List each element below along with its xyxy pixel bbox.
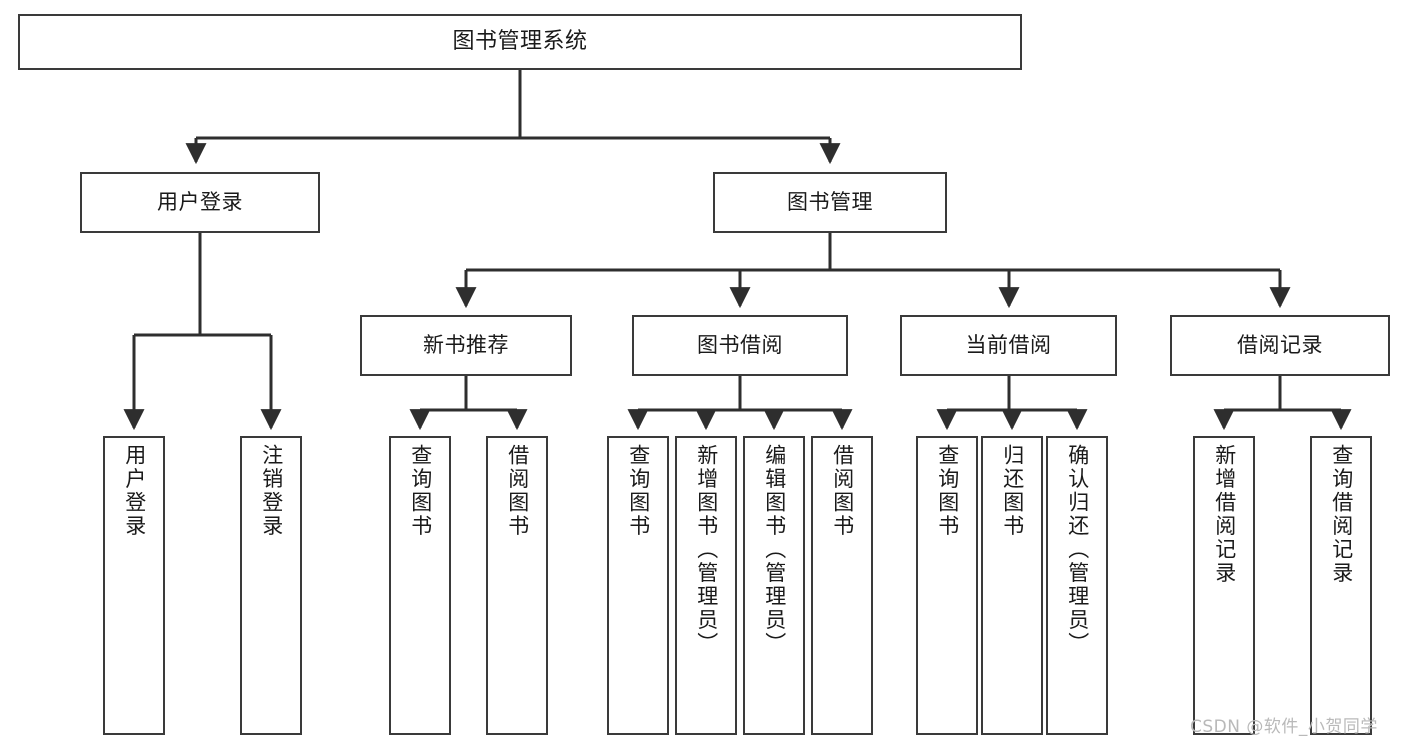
node-user-login-label: 用户登录	[157, 189, 243, 214]
leaf-user-login-logout[interactable]: 注销登录	[240, 436, 302, 735]
leaf-label: 借阅图书	[830, 444, 855, 538]
leaf-new-book-borrow-book[interactable]: 借阅图书	[486, 436, 548, 735]
leaf-book-borrow-edit-book-admin[interactable]: 编辑图书（管理员）	[743, 436, 805, 735]
watermark-text: CSDN @软件_小贺同学	[1190, 717, 1378, 737]
node-book-borrow[interactable]: 图书借阅	[632, 315, 848, 376]
node-book-management[interactable]: 图书管理	[713, 172, 947, 233]
leaf-label: 新增图书（管理员）	[694, 444, 719, 656]
leaf-current-borrow-query-book[interactable]: 查询图书	[916, 436, 978, 735]
node-current-borrow[interactable]: 当前借阅	[900, 315, 1117, 376]
node-user-login[interactable]: 用户登录	[80, 172, 320, 233]
node-borrow-records-label: 借阅记录	[1237, 332, 1323, 357]
leaf-label: 查询借阅记录	[1329, 444, 1354, 585]
node-book-management-label: 图书管理	[787, 189, 873, 214]
leaf-label: 查询图书	[935, 444, 960, 538]
leaf-user-login-login[interactable]: 用户登录	[103, 436, 165, 735]
node-book-borrow-label: 图书借阅	[697, 332, 783, 357]
leaf-label: 用户登录	[122, 444, 147, 538]
leaf-label: 借阅图书	[505, 444, 530, 538]
leaf-borrow-records-query-record[interactable]: 查询借阅记录	[1310, 436, 1372, 735]
node-current-borrow-label: 当前借阅	[965, 332, 1052, 357]
leaf-book-borrow-query-book[interactable]: 查询图书	[607, 436, 669, 735]
leaf-new-book-query-book[interactable]: 查询图书	[389, 436, 451, 735]
leaf-label: 查询图书	[408, 444, 433, 538]
leaf-label: 查询图书	[626, 444, 651, 538]
node-root-book-management-system[interactable]: 图书管理系统	[18, 14, 1022, 70]
leaf-borrow-records-add-record[interactable]: 新增借阅记录	[1193, 436, 1255, 735]
leaf-label: 确认归还（管理员）	[1065, 444, 1090, 656]
node-root-label: 图书管理系统	[452, 28, 588, 54]
leaf-current-borrow-confirm-return-admin[interactable]: 确认归还（管理员）	[1046, 436, 1108, 735]
leaf-label: 注销登录	[259, 444, 284, 538]
leaf-current-borrow-return-book[interactable]: 归还图书	[981, 436, 1043, 735]
node-new-book-recommend[interactable]: 新书推荐	[360, 315, 572, 376]
leaf-book-borrow-borrow-book[interactable]: 借阅图书	[811, 436, 873, 735]
leaf-label: 归还图书	[1000, 444, 1025, 538]
leaf-label: 编辑图书（管理员）	[762, 444, 787, 656]
node-new-book-recommend-label: 新书推荐	[423, 332, 509, 357]
leaf-book-borrow-add-book-admin[interactable]: 新增图书（管理员）	[675, 436, 737, 735]
node-borrow-records[interactable]: 借阅记录	[1170, 315, 1390, 376]
leaf-label: 新增借阅记录	[1212, 444, 1237, 585]
